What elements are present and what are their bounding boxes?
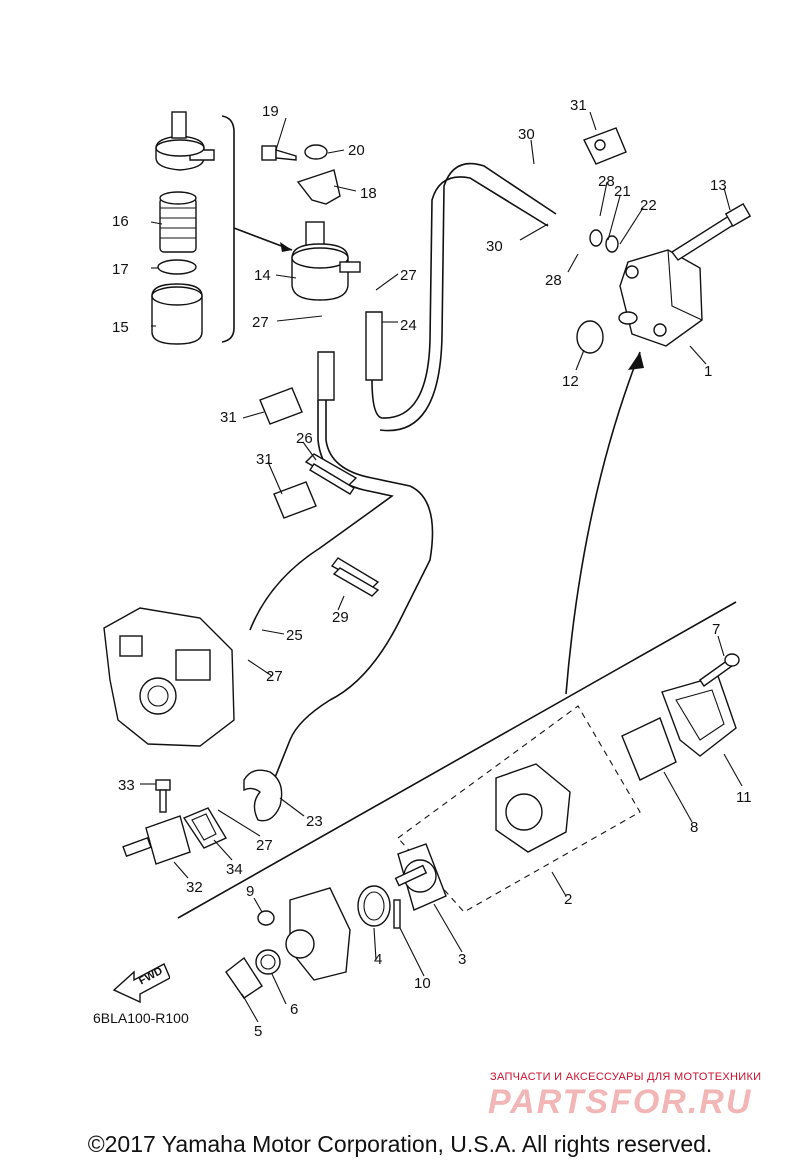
callout-20: 20 <box>348 142 365 159</box>
o-ring-12 <box>576 320 604 354</box>
callout-27-d: 27 <box>256 837 273 854</box>
fuel-joint-32 <box>122 815 191 865</box>
gasket-8 <box>621 717 677 781</box>
callout-12: 12 <box>562 373 579 390</box>
watermark-tagline: ЗАПЧАСТИ И АКСЕССУАРЫ ДЛЯ МОТОТЕХНИКИ <box>490 1071 762 1083</box>
bolt-19 <box>261 145 297 161</box>
callout-13: 13 <box>710 177 727 194</box>
callout-14: 14 <box>254 267 271 284</box>
callout-28-a: 28 <box>598 173 615 190</box>
callout-27-c: 27 <box>266 668 283 685</box>
leader-lines <box>140 111 743 1023</box>
callout-29: 29 <box>332 609 349 626</box>
pin-10 <box>393 899 401 929</box>
callout-34: 34 <box>226 861 243 878</box>
callout-17: 17 <box>112 261 129 278</box>
fuel-hose-25 <box>269 400 434 791</box>
callout-1: 1 <box>704 363 712 380</box>
filter-bracket <box>296 169 341 205</box>
hose-joint-31-top <box>583 127 627 165</box>
screw-33 <box>155 779 171 813</box>
pump-cover-housing <box>495 763 571 853</box>
nut-9 <box>257 910 275 926</box>
fuel-filter-element <box>159 191 197 253</box>
clip-connectors-21-22 <box>589 229 619 253</box>
spring-4 <box>357 885 391 927</box>
callout-15: 15 <box>112 319 129 336</box>
callout-32: 32 <box>186 879 203 896</box>
hose-23 <box>243 769 283 822</box>
callout-3: 3 <box>458 951 466 968</box>
hose-joint-31-a <box>259 387 303 425</box>
diaphragm-3 <box>394 843 447 911</box>
inset-bracket <box>221 115 235 343</box>
fuel-hose-30-upper <box>371 176 549 419</box>
callout-4: 4 <box>374 951 382 968</box>
diagram-code: 6BLA100-R100 <box>93 1010 189 1026</box>
fuel-filter-cup <box>151 283 203 345</box>
callout-25: 25 <box>286 627 303 644</box>
hose-24 <box>365 311 383 381</box>
plunger-5 <box>225 956 263 999</box>
callout-18: 18 <box>360 185 377 202</box>
callout-7: 7 <box>712 621 720 638</box>
callout-28-b: 28 <box>545 272 562 289</box>
nut-20 <box>304 144 328 160</box>
clamp-29 <box>330 557 380 597</box>
fuel-pump-body <box>618 249 703 347</box>
bolt-13 <box>670 202 752 261</box>
fuel-filter-assembly <box>291 221 361 301</box>
cover-11 <box>661 675 737 757</box>
hose-from-filter <box>317 351 335 401</box>
fuel-filter-o-ring <box>157 259 197 275</box>
callout-11: 11 <box>736 789 752 806</box>
callout-5: 5 <box>254 1023 262 1040</box>
callout-10: 10 <box>414 975 431 992</box>
callout-6: 6 <box>290 1001 298 1018</box>
callout-19: 19 <box>262 103 279 120</box>
inset-arrow-head <box>280 242 292 252</box>
carburetor <box>103 607 235 747</box>
callout-26: 26 <box>296 430 313 447</box>
callout-33: 33 <box>118 777 135 794</box>
fuel-filter-cap <box>155 111 215 171</box>
callout-2: 2 <box>564 891 572 908</box>
callout-31-a: 31 <box>570 97 587 114</box>
callout-24: 24 <box>400 317 417 334</box>
callout-21: 21 <box>614 183 631 200</box>
callout-30-a: 30 <box>518 126 535 143</box>
callout-8: 8 <box>690 819 698 836</box>
callout-31-b: 31 <box>220 409 237 426</box>
callout-31-c: 31 <box>256 451 273 468</box>
callout-23: 23 <box>306 813 323 830</box>
repair-kit-box <box>397 705 641 913</box>
pump-arrow-head <box>628 352 644 370</box>
gasket-34 <box>182 807 228 849</box>
clamp-26 <box>304 453 358 495</box>
pump-arrow <box>565 351 641 695</box>
section-divider <box>177 601 737 919</box>
pump-body-lower <box>285 887 351 981</box>
callout-22: 22 <box>640 197 657 214</box>
callout-27-a: 27 <box>400 267 417 284</box>
callout-30-b: 30 <box>486 238 503 255</box>
watermark-logo: PARTSFOR.RU <box>488 1083 753 1121</box>
spring-6 <box>255 949 281 975</box>
callout-27-b: 27 <box>252 314 269 331</box>
callout-9: 9 <box>246 883 254 900</box>
fuel-hose-30-lower <box>379 162 557 432</box>
copyright-notice: ©2017 Yamaha Motor Corporation, U.S.A. A… <box>87 1131 713 1157</box>
callout-16: 16 <box>112 213 129 230</box>
screw-7 <box>699 653 740 687</box>
fwd-arrow-icon: FWD <box>112 958 171 1004</box>
hose-joint-31-b <box>273 481 317 519</box>
